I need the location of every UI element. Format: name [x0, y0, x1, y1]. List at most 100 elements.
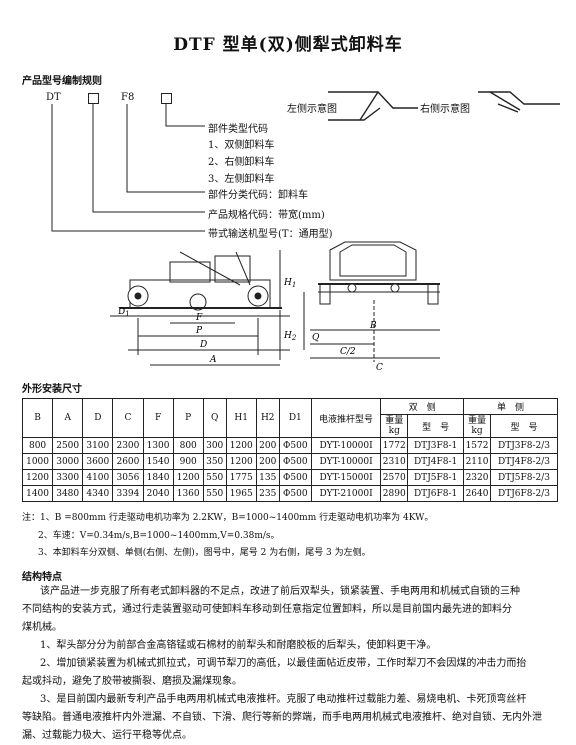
feature-line-3: 煤机械。: [22, 622, 62, 633]
dim-label-c2: C/2: [340, 347, 356, 357]
dims-table: B A D C F P Q H1 H2 D1 电液推杆型号 双 侧 单 侧 重量…: [21, 398, 558, 502]
legend-line-2: 1、双侧卸料车: [208, 140, 275, 151]
dim-label-h2: H2: [283, 331, 297, 342]
left-diagram-label: 左侧示意图: [287, 104, 337, 115]
feature-line-1: 该产品进一步克服了所有老式卸料器的不足点，改进了前后双犁头，锁紧装置、手电两用和…: [40, 586, 520, 597]
dim-label-c: C: [376, 363, 383, 373]
th-double-weight: 重量 kg: [380, 414, 409, 438]
table-cell: 2890: [380, 485, 409, 502]
table-cell: 550: [202, 469, 227, 486]
th-a: A: [52, 398, 84, 438]
features-heading: 结构特点: [22, 572, 62, 583]
th-b: B: [21, 398, 54, 438]
th-single-weight: 重量 kg: [463, 414, 492, 438]
table-cell: DTJ6F8-2/3: [490, 485, 558, 502]
table-cell: Φ500: [278, 469, 312, 486]
th-h1: H1: [225, 398, 257, 438]
table-cell: 1965: [225, 485, 257, 502]
dims-heading: 外形安装尺寸: [22, 384, 82, 395]
dim-label-d: D: [199, 340, 207, 350]
table-cell: 800: [172, 437, 204, 454]
note-2: 2、车速：V=0.34m/s,B=1000~1400mm,V=0.38m/s。: [38, 531, 280, 541]
table-cell: DTJ5F8-1: [407, 469, 465, 486]
th-d: D: [82, 398, 114, 438]
th-q: Q: [202, 398, 227, 438]
naming-tree-lines: [51, 91, 560, 232]
code-box-1: [88, 93, 99, 104]
page-title: DTF 型单(双)侧犁式卸料车: [173, 35, 403, 55]
table-cell: 3100: [82, 437, 114, 454]
right-diagram-label: 右侧示意图: [420, 104, 470, 115]
th-double-model: 型 号: [407, 414, 465, 438]
table-cell: 235: [255, 485, 280, 502]
table-cell: 1200: [225, 437, 257, 454]
th-double: 双 侧: [380, 398, 465, 415]
table-cell: 1400: [21, 485, 54, 502]
table-cell: 2110: [463, 453, 492, 470]
th-d1: D1: [278, 398, 312, 438]
code-box-2: [161, 93, 172, 104]
table-cell: 800: [21, 437, 54, 454]
table-cell: 200: [255, 453, 280, 470]
legend-line-4: 3、左侧卸料车: [208, 174, 275, 185]
table-cell: 550: [202, 485, 227, 502]
table-cell: 1200: [21, 469, 54, 486]
th-p: P: [172, 398, 204, 438]
table-cell: DYT-10000I: [310, 437, 382, 454]
feature-line-7: 3、是目前国内最新专利产品手电两用机械式电液推杆。克服了电动推杆过载能力差、易烧…: [40, 694, 527, 705]
table-cell: 350: [202, 453, 227, 470]
table-cell: 1572: [463, 437, 492, 454]
legend-line-5: 部件分类代码：卸料车: [208, 190, 308, 201]
dim-label-q: Q: [312, 333, 320, 343]
table-cell: 1200: [172, 469, 204, 486]
feature-line-5: 2、增加锁紧装置为机械式抓拉式，可调节犁刀的高低，以最佳面帖近皮带，工作时犁刀不…: [40, 658, 527, 669]
legend-line-7: 带式输送机型号(T：通用型): [208, 229, 333, 240]
note-3: 3、本卸料车分双侧、单侧(右侧、左侧)，图号中，尾号 2 为右侧，尾号 3 为左…: [38, 548, 371, 558]
table-cell: 2600: [112, 453, 144, 470]
dim-label-a: A: [209, 355, 217, 365]
table-cell: Φ500: [278, 485, 312, 502]
table-cell: 2640: [463, 485, 492, 502]
features-body: 该产品进一步克服了所有老式卸料器的不足点，改进了前后双犁头，锁紧装置、手电两用和…: [22, 583, 562, 745]
table-cell: 1775: [225, 469, 257, 486]
table-cell: 4100: [82, 469, 114, 486]
th-f: F: [142, 398, 174, 438]
feature-line-9: 漏、过载能力极大、运行平稳等优点。: [22, 730, 192, 741]
table-cell: DYT-10000I: [310, 453, 382, 470]
table-cell: 900: [172, 453, 204, 470]
table-cell: 3480: [52, 485, 84, 502]
table-cell: DTJ4F8-1: [407, 453, 465, 470]
table-cell: 1772: [380, 437, 409, 454]
legend-line-3: 2、右侧卸料车: [208, 157, 275, 168]
th-single-model: 型 号: [490, 414, 558, 438]
code-f8: F8: [121, 92, 135, 103]
table-cell: 2040: [142, 485, 174, 502]
table-cell: 4340: [82, 485, 114, 502]
table-cell: 3394: [112, 485, 144, 502]
table-cell: 300: [202, 437, 227, 454]
table-cell: DYT-15000I: [310, 469, 382, 486]
note-1: 注：1、B =800mm 行走驱动电机功率为 2.2KW，B=1000~1400…: [22, 513, 434, 523]
dim-label-h1: H1: [283, 278, 296, 289]
table-cell: 2500: [52, 437, 84, 454]
table-cell: DTJ5F8-2/3: [490, 469, 558, 486]
th-single: 单 侧: [463, 398, 558, 415]
table-cell: 3600: [82, 453, 114, 470]
table-cell: DTJ3F8-2/3: [490, 437, 558, 454]
table-cell: 3000: [52, 453, 84, 470]
dim-label-p: P: [195, 326, 203, 336]
table-cell: Φ500: [278, 453, 312, 470]
code-dt: DT: [46, 92, 61, 103]
dimension-drawing: D1 F P D A H1 H2 Q C/2 C B: [110, 241, 440, 373]
legend-line-6: 产品规格代码：带宽(mm): [208, 210, 325, 221]
table-cell: DTJ3F8-1: [407, 437, 465, 454]
table-cell: DTJ4F8-2/3: [490, 453, 558, 470]
table-cell: 1360: [172, 485, 204, 502]
table-cell: 2310: [380, 453, 409, 470]
feature-line-2: 不同结构的安装方式，通过行走装置驱动可使卸料车移动到任意指定位置卸料，所以是目前…: [22, 604, 512, 615]
front-view-frame: [329, 241, 417, 281]
